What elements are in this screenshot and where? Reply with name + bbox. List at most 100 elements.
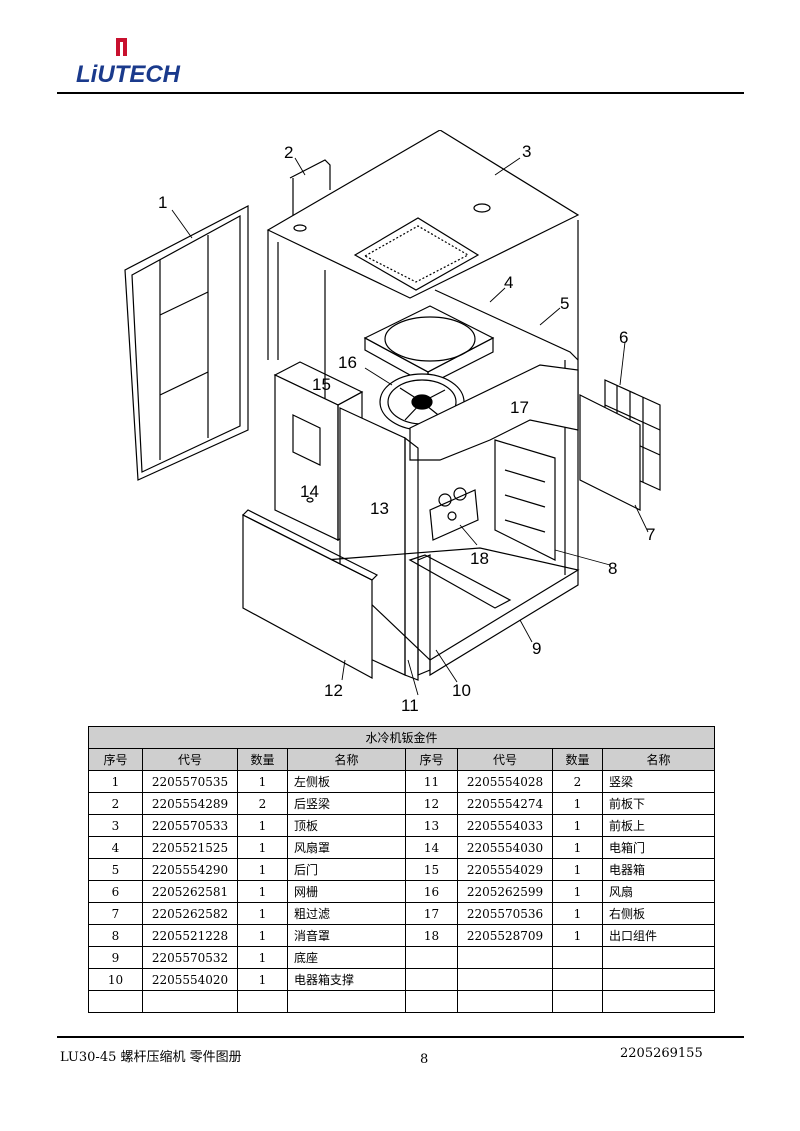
table-cell: 1: [237, 902, 288, 925]
table-cell: 2205570536: [457, 902, 553, 925]
exploded-assembly-drawing: 1 2 3 4 5 6 7 8 9 10 11 12 13 14 15 16 1…: [100, 129, 700, 715]
fan-shroud: [363, 305, 495, 387]
table-cell: [287, 990, 406, 1013]
table-cell: 2205554028: [457, 770, 553, 793]
table-cell: 12: [405, 792, 458, 815]
table-cell: 1: [237, 924, 288, 947]
table-cell: 1: [552, 880, 603, 903]
column-header: 数量: [237, 748, 288, 771]
silencer-hood: [494, 439, 556, 561]
column-header: 名称: [601, 748, 716, 771]
table-cell: 4: [88, 836, 143, 859]
column-header: 序号: [88, 748, 143, 771]
table-cell: 消音罩: [287, 924, 406, 947]
callout-1: 1: [158, 193, 167, 212]
frame-posts: [267, 220, 579, 575]
table-cell: 2205262582: [142, 902, 238, 925]
table-cell: 2205521525: [142, 836, 238, 859]
table-cell: 1: [237, 814, 288, 837]
top-panel: [266, 129, 580, 299]
table-cell: 17: [405, 902, 458, 925]
table-row: [88, 990, 716, 1013]
table-cell: 粗过滤: [287, 902, 406, 925]
table-cell: 14: [405, 836, 458, 859]
logo-text: LiUTECH: [76, 61, 181, 88]
table-cell: 11: [405, 770, 458, 793]
table-cell: 15: [405, 858, 458, 881]
table-cell: [88, 990, 143, 1013]
table-cell: [457, 946, 553, 969]
callout-16: 16: [338, 353, 357, 372]
table-cell: 电箱门: [601, 836, 716, 859]
table-cell: 6: [88, 880, 143, 903]
callout-17: 17: [510, 398, 529, 417]
callout-6: 6: [619, 328, 628, 347]
callout-3: 3: [522, 142, 531, 161]
callout-8: 8: [608, 559, 617, 578]
rear-door: [434, 289, 579, 361]
callout-15: 15: [312, 375, 331, 394]
column-header: 代号: [457, 748, 553, 771]
table-cell: 1: [552, 814, 603, 837]
table-cell: 18: [405, 924, 458, 947]
callout-2: 2: [284, 143, 293, 162]
table-cell: [405, 990, 458, 1013]
table-cell: 1: [237, 946, 288, 969]
table-cell: 1: [552, 792, 603, 815]
table-cell: 2205262599: [457, 880, 553, 903]
callout-4: 4: [504, 273, 513, 292]
callout-9: 9: [532, 639, 541, 658]
table-cell: 1: [552, 836, 603, 859]
rear-vertical-beam: [289, 159, 331, 220]
table-cell: 2: [237, 792, 288, 815]
table-cell: 2: [88, 792, 143, 815]
table-cell: 前板上: [601, 814, 716, 837]
table-cell: 1: [552, 924, 603, 947]
electrical-box: [273, 361, 364, 542]
table-cell: 2: [552, 770, 603, 793]
column-header: 代号: [142, 748, 238, 771]
table-header-row: 序号代号数量名称序号代号数量名称: [88, 748, 716, 771]
table-cell: 1: [237, 968, 288, 991]
right-side-panel: [409, 364, 579, 461]
table-cell: [552, 946, 603, 969]
table-cell: 2205521228: [142, 924, 238, 947]
table-cell: 风扇罩: [287, 836, 406, 859]
callout-18: 18: [470, 549, 489, 568]
callout-11: 11: [401, 696, 419, 715]
callout-10: 10: [452, 681, 471, 700]
table-cell: 电器箱: [601, 858, 716, 881]
table-cell: 2205262581: [142, 880, 238, 903]
table-cell: 顶板: [287, 814, 406, 837]
left-side-panel: [124, 205, 249, 481]
table-cell: 风扇: [601, 880, 716, 903]
table-cell: 2205554029: [457, 858, 553, 881]
table-cell: 7: [88, 902, 143, 925]
table-cell: 1: [88, 770, 143, 793]
table-cell: 16: [405, 880, 458, 903]
table-cell: 出口组件: [601, 924, 716, 947]
table-cell: 10: [88, 968, 143, 991]
table-cell: 竖梁: [601, 770, 716, 793]
table-cell: 1: [552, 858, 603, 881]
table-cell: 1: [237, 880, 288, 903]
table-cell: [601, 968, 716, 991]
table-cell: 2205554033: [457, 814, 553, 837]
coarse-filter: [579, 394, 641, 511]
table-cell: [405, 968, 458, 991]
table-cell: 1: [237, 770, 288, 793]
table-cell: [237, 990, 288, 1013]
table-cell: 前板下: [601, 792, 716, 815]
table-cell: [552, 990, 603, 1013]
table-cell: 2205554020: [142, 968, 238, 991]
callout-14: 14: [300, 482, 319, 501]
table-cell: 1: [237, 836, 288, 859]
